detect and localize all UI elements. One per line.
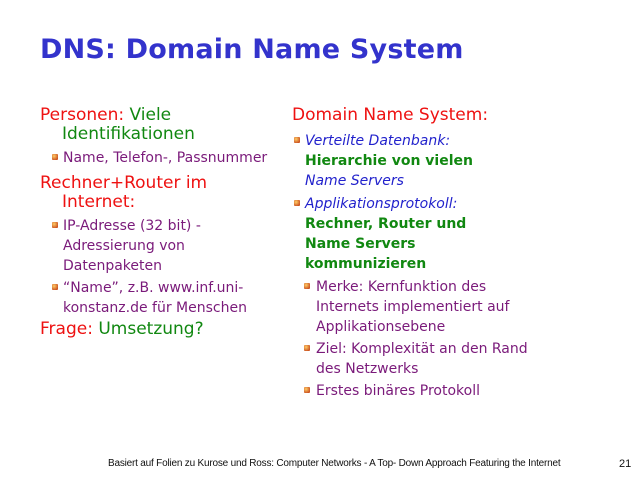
item-text: Name, Telefon-, Passnummer (63, 150, 268, 166)
heading-text: Viele Identifikationen (62, 105, 195, 144)
heading-personen: Personen: Viele Identifikationen (40, 106, 280, 144)
list-item: “Name”, z.B. www.inf.uni-konstanz.de für… (40, 278, 280, 318)
bullet-icon (304, 387, 310, 393)
item-text: Ziel: Komplexität an den Rand des Netzwe… (316, 341, 528, 377)
list-item: Name, Telefon-, Passnummer (40, 148, 280, 168)
list-item: Applikationsprotokoll: Rechner, Router u… (292, 194, 532, 274)
item-text: Erstes binäres Protokoll (316, 383, 480, 399)
slide-title: DNS: Domain Name System (40, 34, 464, 65)
sub-list-item: Merke: Kernfunktion des Internets implem… (292, 277, 532, 337)
bullet-icon (52, 284, 58, 290)
item-text: Merke: Kernfunktion des Internets implem… (316, 279, 510, 335)
footer-text: Basiert auf Folien zu Kurose und Ross: C… (108, 458, 561, 469)
heading-frage: Frage: Umsetzung? (40, 320, 280, 339)
list-item: IP-Adresse (32 bit) - Adressierung von D… (40, 216, 280, 276)
sub-list-item: Ziel: Komplexität an den Rand des Netzwe… (292, 339, 532, 379)
item-text: IP-Adresse (32 bit) - Adressierung von D… (63, 218, 201, 274)
heading-label: Frage: (40, 319, 93, 339)
sub-list-item: Erstes binäres Protokoll (292, 381, 532, 401)
bullet-icon (52, 222, 58, 228)
bullet-icon (294, 137, 300, 143)
heading-dns: Domain Name System: (292, 105, 489, 125)
item-text: “Name”, z.B. www.inf.uni-konstanz.de für… (63, 280, 247, 316)
right-column: Domain Name System: Verteilte Datenbank:… (292, 106, 532, 403)
bullet-icon (52, 154, 58, 160)
left-column: Personen: Viele Identifikationen Name, T… (40, 106, 280, 343)
heading-label: Personen: (40, 105, 125, 125)
item-text: Rechner, Router und Name Servers kommuni… (305, 216, 467, 272)
heading-label: Rechner+Router im Internet: (40, 173, 208, 212)
bullet-icon (294, 200, 300, 206)
page-number: 21 (619, 458, 632, 470)
item-text: Name Servers (305, 173, 404, 189)
heading-rechner: Rechner+Router im Internet: (40, 174, 280, 212)
item-label: Applikationsprotokoll: (305, 196, 458, 212)
bullet-icon (304, 283, 310, 289)
heading-text: Umsetzung? (98, 319, 204, 339)
bullet-icon (304, 345, 310, 351)
item-label: Verteilte Datenbank: (305, 133, 451, 149)
list-item: Verteilte Datenbank: Hierarchie von viel… (292, 131, 532, 191)
item-text: Hierarchie von vielen (305, 153, 473, 169)
